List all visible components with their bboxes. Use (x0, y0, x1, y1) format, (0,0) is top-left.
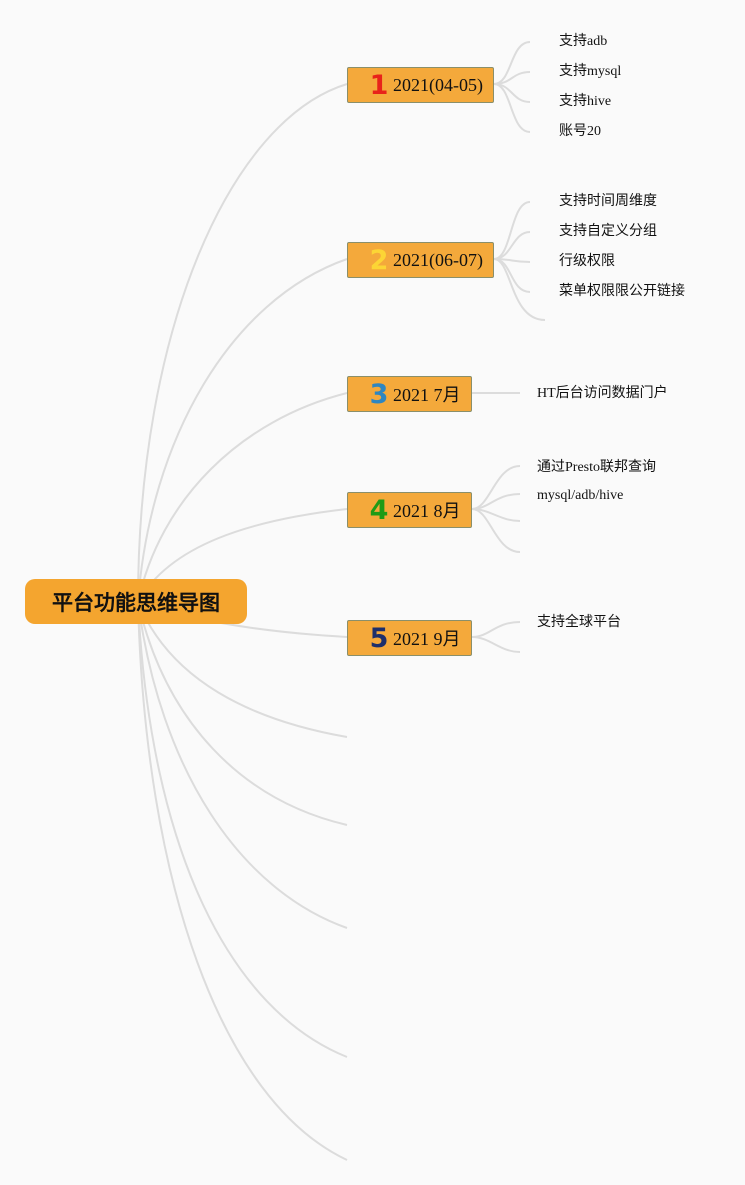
subtopic[interactable]: 支持时间周维度 (559, 194, 657, 209)
priority-1-icon: 1 (369, 69, 389, 101)
subtopic[interactable]: 账号20 (559, 124, 601, 139)
subtopic[interactable]: 支持全球平台 (537, 615, 621, 630)
subtopic[interactable]: 支持自定义分组 (559, 224, 657, 239)
subtopic[interactable]: 支持adb (559, 34, 608, 49)
link-root-empty-1 (137, 601, 348, 738)
link-b2-c2 (493, 231, 531, 260)
subtopic[interactable]: 通过Presto联邦查询 (537, 460, 656, 475)
link-b4-c1 (471, 465, 521, 510)
link-b4-c4 (471, 508, 521, 553)
subtopic[interactable]: 支持mysql (559, 64, 622, 79)
link-root-branch-1 (137, 83, 348, 603)
root-topic-label: 平台功能思维导图 (52, 590, 220, 615)
branch-topic-2[interactable]: 2 2021(06-07) (347, 242, 494, 278)
subtopic[interactable]: mysql/adb/hive (537, 488, 624, 503)
link-b2-c5 (493, 258, 546, 321)
link-root-branch-3 (137, 392, 348, 603)
link-root-empty-2 (137, 601, 348, 826)
branch-label: 2021 9月 (393, 629, 461, 649)
branch-label: 2021(06-07) (393, 249, 483, 270)
branch-label: 2021 7月 (393, 385, 461, 405)
subtopic[interactable]: 支持hive (559, 94, 612, 109)
branch-topic-1[interactable]: 1 2021(04-05) (347, 67, 494, 103)
link-root-branch-2 (137, 258, 348, 603)
priority-3-icon: 3 (369, 378, 389, 410)
priority-5-icon: 5 (369, 622, 389, 654)
link-b1-c4 (493, 83, 531, 133)
priority-2-icon: 2 (369, 244, 389, 276)
link-root-empty-4 (137, 601, 348, 1058)
link-root-empty-3 (137, 601, 348, 929)
link-b2-c1 (493, 201, 531, 260)
subtopic[interactable]: 行级权限 (559, 254, 615, 269)
branch-label: 2021(04-05) (393, 74, 483, 95)
link-b5-c1 (471, 621, 521, 638)
subtopic[interactable]: 菜单权限限公开链接 (559, 284, 685, 299)
subtopic[interactable]: HT后台访问数据门户 (537, 386, 668, 401)
branch-label: 2021 8月 (393, 501, 461, 521)
root-topic[interactable]: 平台功能思维导图 (25, 579, 247, 624)
link-b5-c2 (471, 636, 521, 653)
branch-topic-4[interactable]: 4 2021 8月 (347, 492, 472, 528)
branch-topic-5[interactable]: 5 2021 9月 (347, 620, 472, 656)
branch-topic-3[interactable]: 3 2021 7月 (347, 376, 472, 412)
priority-4-icon: 4 (369, 494, 389, 526)
link-root-empty-5 (137, 601, 348, 1161)
